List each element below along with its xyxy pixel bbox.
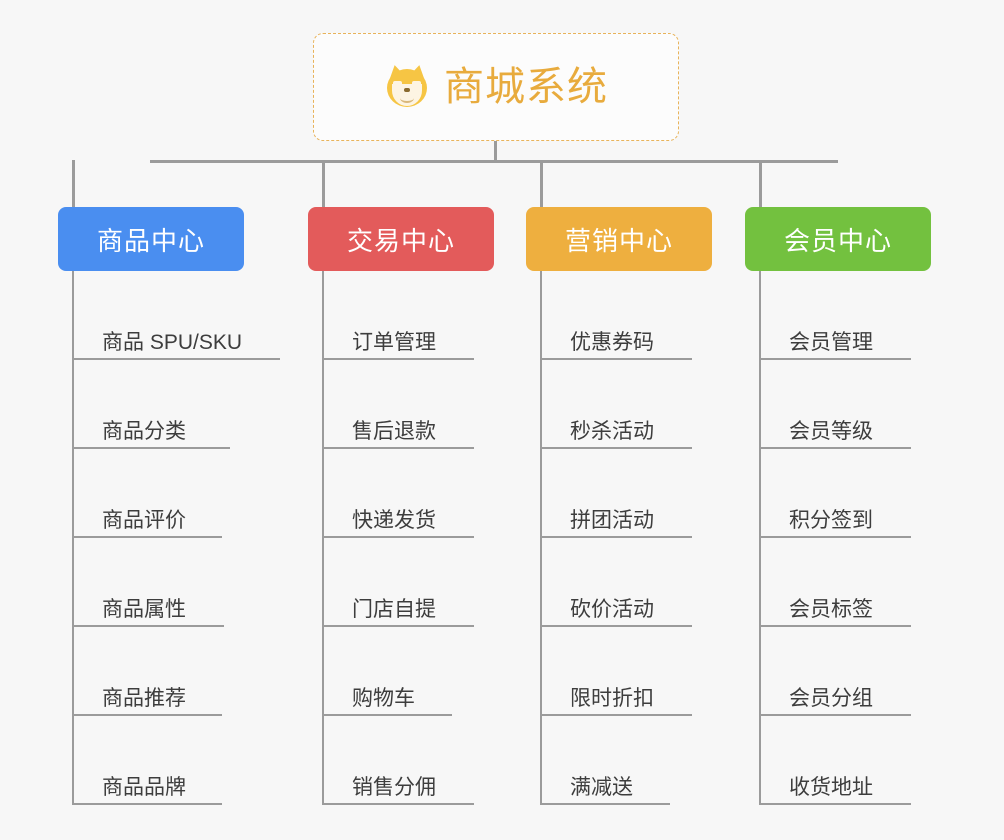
leaf-item[interactable]: 收货地址 [759,716,911,805]
shiba-dog-face-icon [384,63,430,110]
root-node[interactable]: 商城系统 [313,33,679,141]
leaf-label: 拼团活动 [570,508,654,532]
leaf-spine [72,271,74,805]
connector-drop-1 [72,160,75,209]
leaf-underline [72,714,222,716]
leaf-underline [759,625,911,627]
leaf-label: 商品品牌 [102,775,186,799]
leaf-underline [72,447,230,449]
branch-label: 商品中心 [96,225,205,256]
branch-node-1[interactable]: 商品中心 [58,207,244,271]
leaf-item[interactable]: 商品评价 [72,449,242,538]
leaf-label: 订单管理 [352,330,436,354]
leaf-item[interactable]: 积分签到 [759,449,911,538]
leaf-item[interactable]: 销售分佣 [322,716,474,805]
leaf-label: 满减送 [570,775,633,799]
leaf-label: 门店自提 [352,597,436,621]
leaf-underline [540,447,692,449]
leaf-underline [72,358,280,360]
leaf-item[interactable]: 商品品牌 [72,716,242,805]
leaf-underline [322,358,474,360]
leaf-item[interactable]: 限时折扣 [540,627,692,716]
leaf-underline [540,536,692,538]
leaf-item[interactable]: 商品分类 [72,360,242,449]
root-title: 商城系统 [444,65,608,109]
leaf-item[interactable]: 满减送 [540,716,670,805]
leaf-column-1: 商品 SPU/SKU 商品分类商品评价商品属性商品推荐商品品牌 [72,271,280,805]
leaf-label: 商品分类 [102,419,186,443]
leaf-column-4: 会员管理会员等级积分签到会员标签会员分组收货地址 [759,271,911,805]
leaf-underline [322,625,474,627]
leaf-underline [322,803,474,805]
leaf-label: 商品评价 [102,508,186,532]
leaf-underline [759,714,911,716]
leaf-underline [540,803,670,805]
leaf-spine [322,271,324,805]
leaf-label: 秒杀活动 [570,419,654,443]
leaf-column-3: 优惠券码秒杀活动拼团活动砍价活动限时折扣满减送 [540,271,692,805]
branch-node-4[interactable]: 会员中心 [745,207,931,271]
leaf-underline [759,536,911,538]
leaf-label: 收货地址 [789,775,873,799]
leaf-item[interactable]: 购物车 [322,627,452,716]
leaf-spine [540,271,542,805]
leaf-item[interactable]: 会员等级 [759,360,911,449]
leaf-label: 购物车 [352,686,415,710]
leaf-underline [759,447,911,449]
leaf-item[interactable]: 会员标签 [759,538,911,627]
leaf-item[interactable]: 门店自提 [322,538,474,627]
branch-node-3[interactable]: 营销中心 [526,207,712,271]
leaf-label: 限时折扣 [570,686,654,710]
leaf-label: 售后退款 [352,419,436,443]
branch-label: 交易中心 [346,225,455,256]
leaf-item[interactable]: 商品属性 [72,538,242,627]
connector-drop-3 [540,160,543,209]
connector-drop-2 [322,160,325,209]
leaf-underline [72,536,222,538]
leaf-underline [759,358,911,360]
leaf-label: 销售分佣 [352,775,436,799]
leaf-column-2: 订单管理售后退款快递发货门店自提购物车销售分佣 [322,271,474,805]
leaf-underline [540,358,692,360]
leaf-item[interactable]: 拼团活动 [540,449,692,538]
leaf-label: 会员标签 [789,597,873,621]
leaf-underline [322,447,474,449]
leaf-underline [322,714,452,716]
connector-root-stem [494,141,497,162]
branch-label: 会员中心 [783,225,892,256]
leaf-underline [540,714,692,716]
leaf-spine [759,271,761,805]
leaf-item[interactable]: 商品 SPU/SKU [72,271,280,360]
leaf-label: 会员等级 [789,419,873,443]
leaf-item[interactable]: 优惠券码 [540,271,692,360]
leaf-item[interactable]: 订单管理 [322,271,474,360]
leaf-underline [322,536,474,538]
leaf-label: 快递发货 [352,508,436,532]
leaf-label: 商品推荐 [102,686,186,710]
branch-node-2[interactable]: 交易中心 [308,207,494,271]
leaf-item[interactable]: 会员分组 [759,627,911,716]
connector-drop-4 [759,160,762,209]
leaf-item[interactable]: 快递发货 [322,449,474,538]
leaf-label: 优惠券码 [570,330,654,354]
leaf-label: 商品属性 [102,597,186,621]
leaf-label: 会员管理 [789,330,873,354]
leaf-item[interactable]: 商品推荐 [72,627,242,716]
leaf-label: 会员分组 [789,686,873,710]
leaf-underline [540,625,692,627]
leaf-item[interactable]: 售后退款 [322,360,474,449]
leaf-item[interactable]: 砍价活动 [540,538,692,627]
leaf-label: 积分签到 [789,508,873,532]
leaf-item[interactable]: 会员管理 [759,271,911,360]
leaf-underline [759,803,911,805]
leaf-underline [72,625,224,627]
connector-horizontal-bus [150,160,838,163]
leaf-item[interactable]: 秒杀活动 [540,360,692,449]
leaf-label: 商品 SPU/SKU [102,330,243,354]
leaf-label: 砍价活动 [570,597,654,621]
leaf-underline [72,803,222,805]
branch-label: 营销中心 [564,225,673,256]
